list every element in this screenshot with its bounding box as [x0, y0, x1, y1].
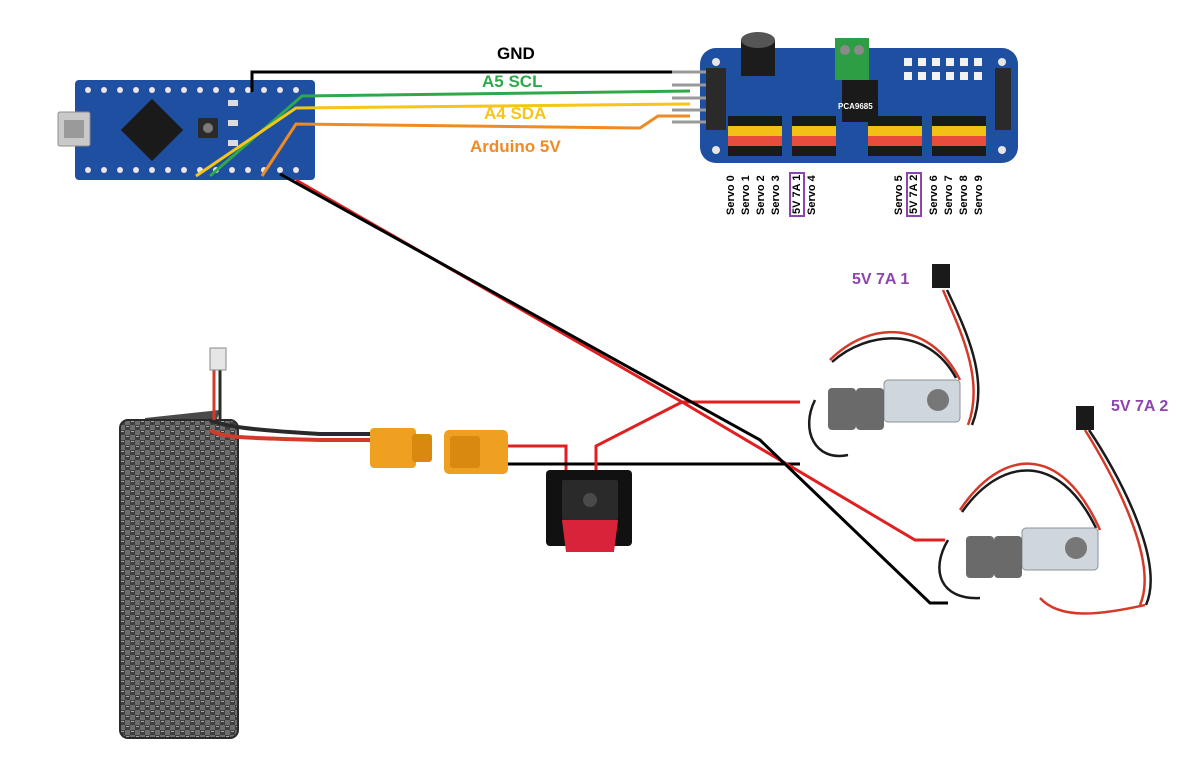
sda-label: A4 SDA: [484, 104, 547, 123]
servo-0-label: Servo 0: [725, 175, 737, 215]
vcc-wire: [260, 114, 690, 177]
rocker-switch: [546, 470, 632, 552]
xt60-connector: [444, 430, 508, 474]
lipo-battery: [119, 347, 432, 739]
servo-2-label: Servo 2: [755, 175, 767, 215]
reg2-positive-wire: [681, 400, 945, 542]
board-header-pins: [672, 70, 706, 124]
scl-wire: [209, 89, 691, 178]
servo-1-label: Servo 1: [740, 175, 752, 215]
gnd-wire: [250, 70, 690, 92]
servo-7-label: Servo 7: [943, 175, 955, 215]
arduino-gnd-wire: [279, 172, 948, 605]
servo-6-label: Servo 6: [928, 175, 940, 215]
regulator-1-label: 5V 7A 1: [852, 271, 910, 288]
switch-to-regulators-wire: [594, 400, 800, 470]
power-wires: [279, 172, 948, 605]
servo-5v-rail-1-label: 5V 7A 1: [790, 166, 804, 222]
regulator-1: [807, 264, 980, 458]
vcc-label: Arduino 5V: [470, 137, 561, 156]
gnd-label: GND: [497, 44, 535, 63]
pca-board-text: PCA9685: [838, 102, 873, 111]
regulator-2: [938, 406, 1152, 615]
servo-9-label: Servo 9: [973, 175, 985, 215]
scl-label: A5 SCL: [482, 72, 543, 91]
servo-8-label: Servo 8: [958, 175, 970, 215]
servo-3-label: Servo 3: [770, 175, 782, 215]
servo-4-label: Servo 4: [806, 175, 818, 215]
sda-wire: [195, 102, 691, 178]
regulator-2-label: 5V 7A 2: [1111, 398, 1169, 415]
servo-5-label: Servo 5: [893, 175, 905, 215]
arduino-nano-board: [57, 80, 315, 180]
servo-5v-rail-2-label: 5V 7A 2: [907, 166, 921, 222]
pca9685-servo-driver-board: [700, 32, 1018, 163]
logic-wires: [195, 70, 691, 178]
battery-positive-wire: [506, 444, 568, 470]
